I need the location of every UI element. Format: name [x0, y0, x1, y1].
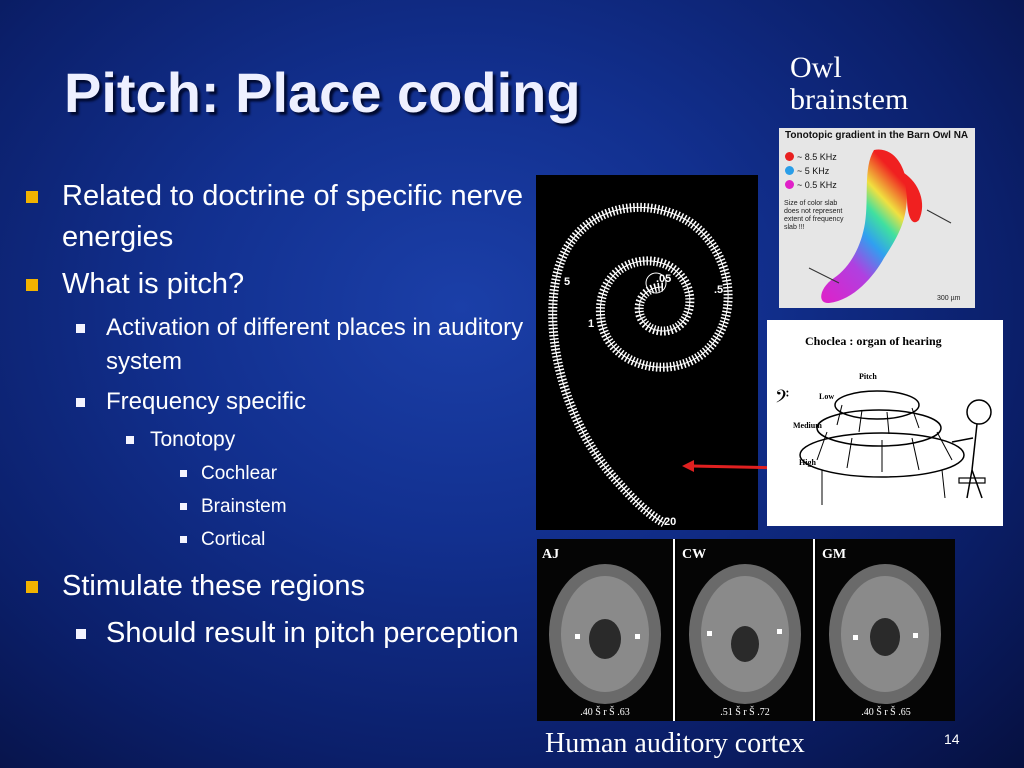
bullet-square-icon — [180, 503, 187, 510]
owl-brainstem-label: Owl brainstem — [790, 51, 909, 116]
cartoon-medium-label: Medium — [793, 421, 822, 430]
owl-nucleus-svg: 300 µm — [808, 149, 961, 304]
owl-legend-item: ~ 8.5 KHz — [785, 152, 837, 162]
bullet-item: Cochlear — [22, 459, 532, 488]
mri-stat-label: .40 Š r Š .65 — [861, 707, 911, 718]
legend-dot-icon — [785, 152, 794, 161]
cartoon-pitch-label: Pitch — [859, 372, 877, 381]
owl-high-freq-region — [904, 173, 923, 223]
bullet-item: Cortical — [22, 525, 532, 554]
bullet-list: Related to doctrine of specific nerve en… — [22, 176, 532, 654]
mri-stat-label: .51 Š r Š .72 — [720, 707, 770, 718]
owl-legend-item: ~ 5 KHz — [785, 166, 829, 176]
bullet-item: Related to doctrine of specific nerve en… — [22, 176, 532, 258]
mri-stat-label: .40 Š r Š .63 — [580, 707, 630, 718]
bullet-item: What is pitch? — [22, 264, 532, 305]
cartoon-low-label: Low — [819, 392, 835, 401]
slide-title: Pitch: Place coding — [64, 61, 581, 124]
bullet-item: Stimulate these regions — [22, 566, 532, 607]
bullet-square-icon — [76, 629, 86, 639]
bullet-square-icon — [76, 398, 85, 407]
bullet-item: Brainstem — [22, 492, 532, 521]
cochlea-label: .5 — [714, 284, 723, 296]
bullet-item: Frequency specific — [22, 385, 532, 419]
bullet-square-icon — [26, 191, 38, 203]
cochlea-spiral-outline — [552, 206, 729, 524]
page-number: 14 — [944, 731, 960, 747]
mri-scan-gm: GM .40 Š r Š .65 — [817, 539, 955, 721]
ear-icon: 𝄢 — [775, 387, 789, 412]
mri-subject-label: GM — [822, 547, 847, 562]
mri-subject-label: CW — [682, 547, 707, 562]
legend-dot-icon — [785, 180, 794, 189]
bullet-item: Tonotopy — [22, 425, 532, 455]
cochlea-spiral-figure: 5 .05 .5 1 20 — [536, 175, 758, 530]
owl-nucleus-shape — [821, 149, 908, 304]
cochlea-label: 20 — [664, 516, 676, 528]
mri-scans-figure: AJ .40 Š r Š .63 CW .51 Š r Š .72 GM .40… — [537, 539, 955, 721]
bullet-square-icon — [76, 324, 85, 333]
cochlea-label: 5 — [564, 276, 570, 288]
bullet-square-icon — [180, 470, 187, 477]
bullet-item: Activation of different places in audito… — [22, 311, 532, 379]
owl-pointer-line — [808, 267, 840, 284]
owl-brainstem-figure: Tonotopic gradient in the Barn Owl NA ~ … — [779, 128, 975, 308]
cochlea-spiral-svg: 5 .05 .5 1 20 — [548, 202, 733, 528]
bullet-square-icon — [180, 536, 187, 543]
bullet-item: Should result in pitch perception — [22, 613, 532, 654]
owl-scale-label: 300 µm — [937, 295, 961, 302]
cochlea-label: .05 — [656, 273, 671, 285]
bullet-square-icon — [126, 436, 134, 444]
mri-scan-aj: AJ .40 Š r Š .63 — [537, 539, 675, 721]
owl-pointer-line — [926, 209, 952, 224]
mri-scan-cw: CW .51 Š r Š .72 — [677, 539, 815, 721]
human-cortex-label: Human auditory cortex — [545, 728, 805, 759]
cochlea-apex — [645, 272, 667, 294]
bullet-square-icon — [26, 279, 38, 291]
cartoon-person-head — [966, 399, 992, 425]
owl-legend-item: ~ 0.5 KHz — [785, 180, 837, 190]
cartoon-drawing-svg: 𝄢 — [775, 387, 992, 505]
cochlea-label: 1 — [588, 318, 594, 330]
legend-dot-icon — [785, 166, 794, 175]
mri-subject-label: AJ — [542, 547, 560, 562]
cochlea-cartoon-figure: Choclea : organ of hearing Pitch Low Med… — [767, 320, 1003, 526]
owl-figure-note: Size of color slab does not represent ex… — [784, 200, 844, 231]
bullet-square-icon — [26, 581, 38, 593]
cartoon-title: Choclea : organ of hearing — [805, 334, 942, 348]
cartoon-high-label: High — [799, 458, 816, 467]
owl-figure-heading: Tonotopic gradient in the Barn Owl NA — [785, 130, 969, 141]
